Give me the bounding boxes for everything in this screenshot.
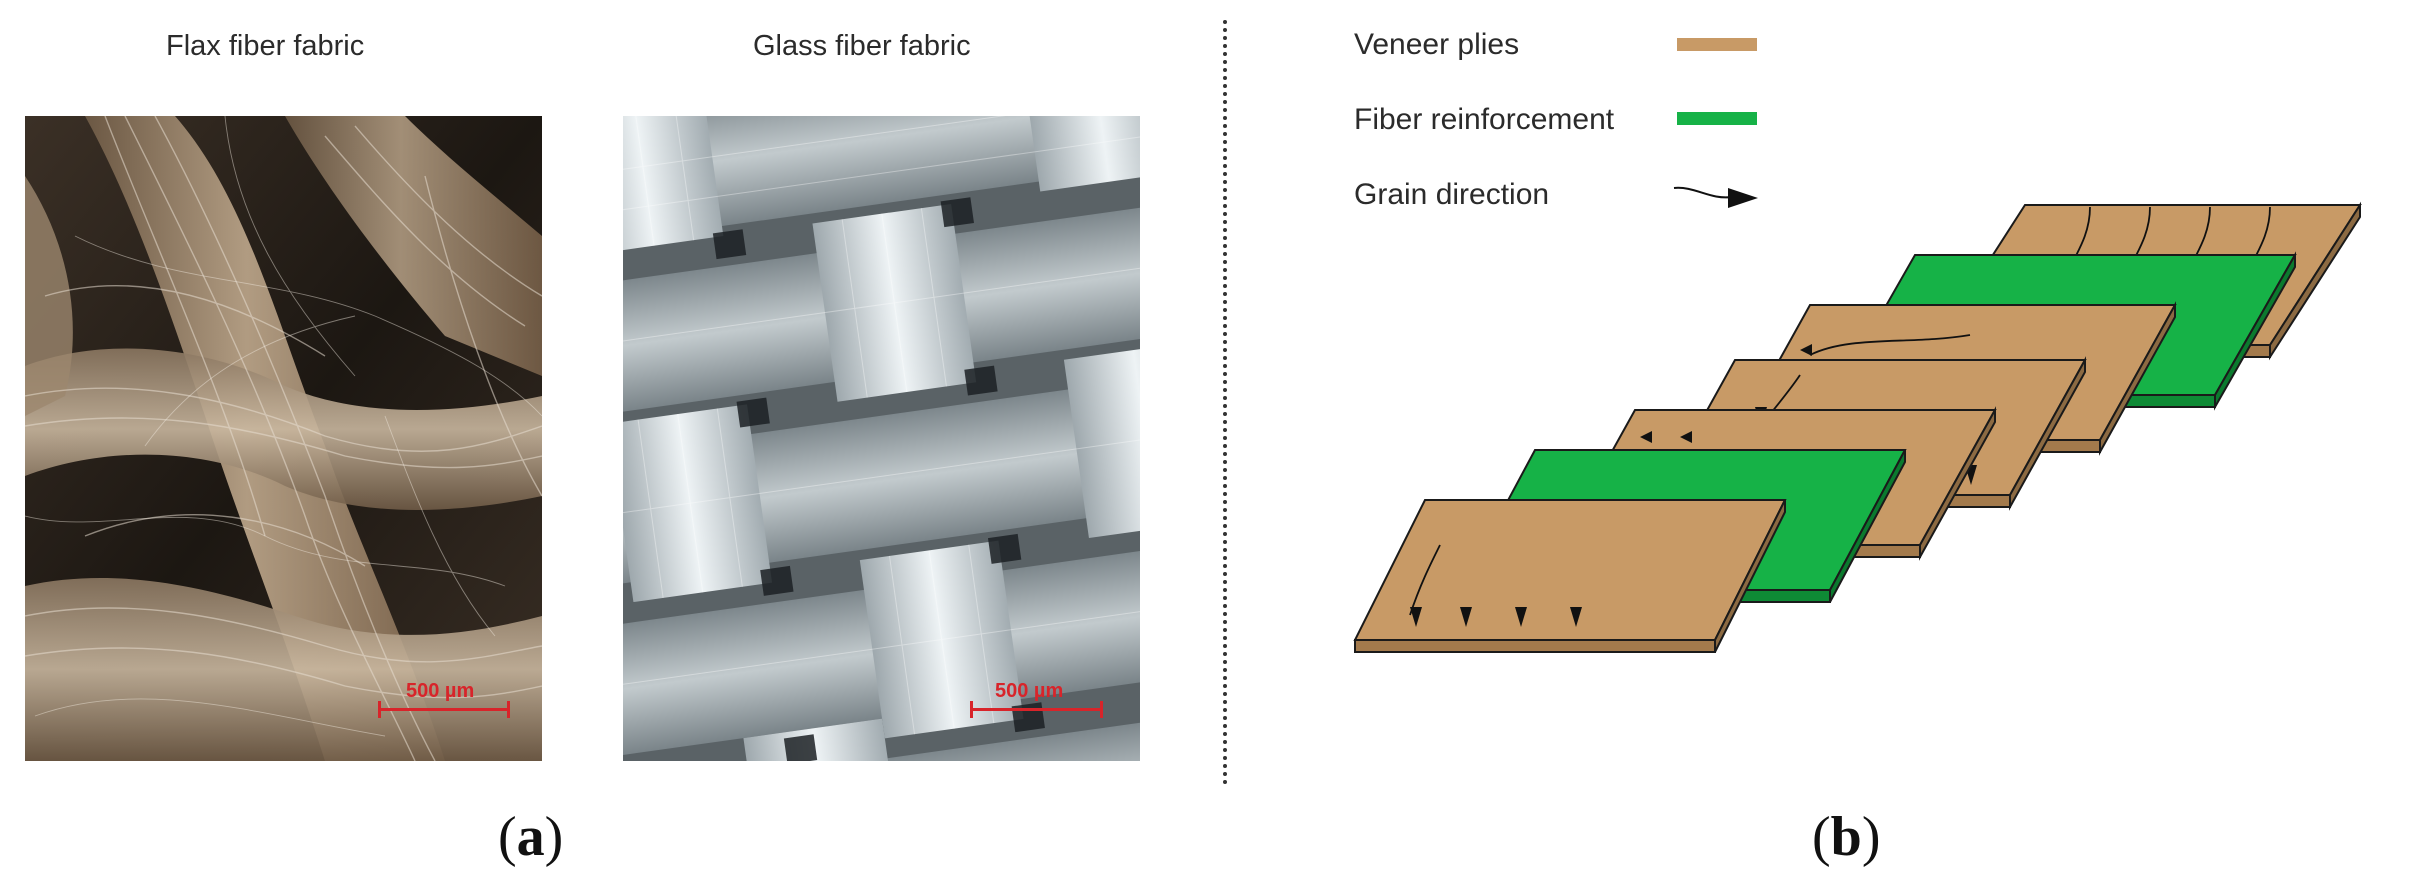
flax-scale-label: 500 µm [406, 680, 475, 702]
glass-title: Glass fiber fabric [753, 30, 971, 62]
flax-scale-bar [378, 701, 510, 718]
legend-grain-label: Grain direction [1354, 178, 1550, 211]
glass-fiber-image [623, 116, 1140, 761]
legend-fiber-label: Fiber reinforcement [1354, 103, 1615, 136]
glass-scale-label: 500 µm [995, 680, 1064, 702]
legend-fiber-swatch [1677, 112, 1757, 125]
legend-veneer-label: Veneer plies [1354, 28, 1520, 61]
glass-scale-bar [970, 701, 1103, 718]
panel-a-label: (a) [498, 806, 564, 868]
veneer-ply-1 [1353, 499, 1787, 653]
curved-arrow-icon [1673, 186, 1758, 208]
panel-b-label: (b) [1812, 806, 1881, 868]
flax-title: Flax fiber fabric [166, 30, 365, 62]
legend-veneer-swatch [1677, 38, 1757, 51]
panel-divider [1223, 20, 1227, 785]
flax-fiber-image [25, 116, 542, 761]
veneer-layup-diagram [1353, 201, 2362, 653]
